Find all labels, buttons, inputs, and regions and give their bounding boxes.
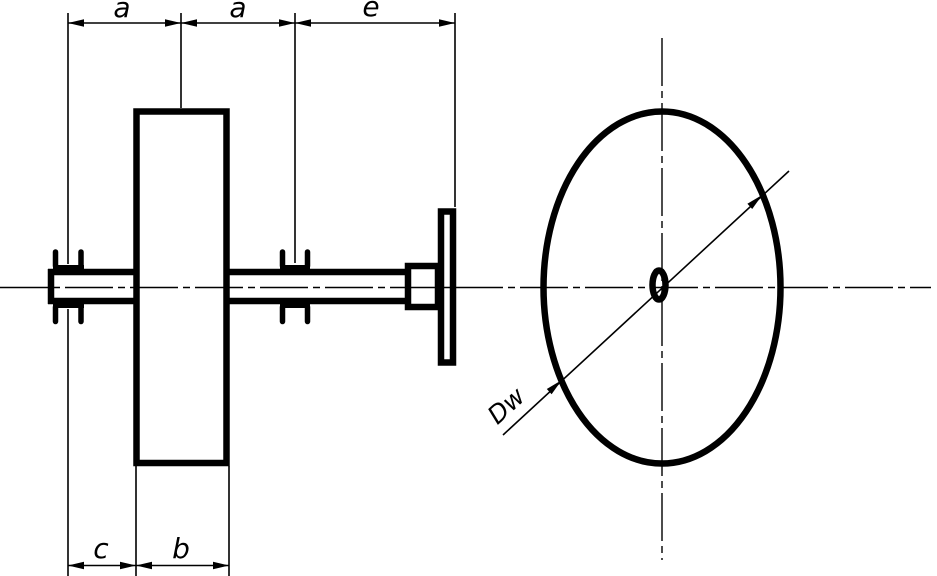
- dim-arrow-left: [68, 19, 84, 27]
- bottom-dimensions: c b: [67, 309, 230, 576]
- coupling-hub: [404, 262, 442, 311]
- bearing-left-symbol: [52, 249, 84, 325]
- dim-arrow-right: [439, 19, 455, 27]
- top-dimensions: a a e: [67, 0, 456, 264]
- diameter-arrow-upper: [747, 194, 763, 209]
- dim-label-c: c: [93, 532, 109, 565]
- dim-arrow-right: [213, 561, 229, 570]
- dim-arrow-left: [181, 19, 197, 27]
- dim-label-b: b: [172, 532, 190, 565]
- dim-label-a-right: a: [229, 0, 246, 24]
- dim-label-a-left: a: [113, 0, 130, 24]
- diameter-arrow-lower: [546, 380, 562, 395]
- dim-arrow-right: [165, 19, 181, 27]
- dim-arrow-right: [279, 19, 295, 27]
- dim-arrow-right: [120, 561, 136, 570]
- dim-label-e: e: [362, 0, 379, 23]
- dim-arrow-left: [136, 561, 152, 570]
- bearing-right-symbol: [279, 249, 311, 325]
- wheel-diameter-label: Dw: [482, 381, 531, 430]
- dim-arrow-left: [295, 19, 311, 27]
- dim-arrow-left: [68, 561, 84, 570]
